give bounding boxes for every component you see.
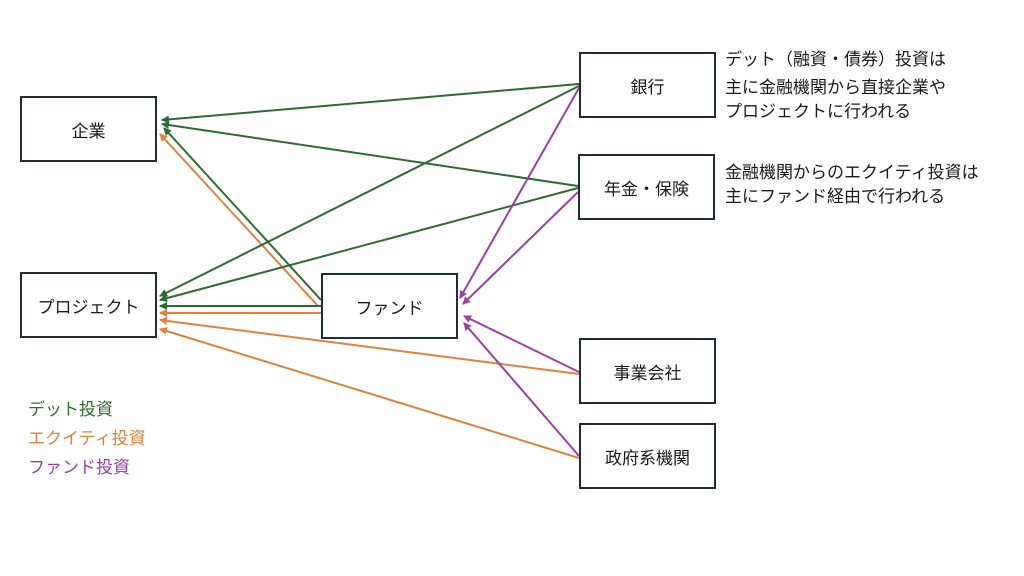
edge-corporate-to-fund-fund [463,315,580,373]
node-pension-label: 年金・保険 [604,179,689,200]
node-fund-label: ファンド [355,298,424,319]
node-kigyo-label: 企業 [71,121,106,142]
debt-note-line: プロジェクトに行われる [725,102,912,122]
node-government-label: 政府系機関 [605,448,690,469]
legend-equity: エクイティ投資 [28,429,146,449]
node-project[interactable]: プロジェクト [20,272,157,338]
debt-note-line: 主に金融機関から直接企業や [725,78,946,98]
edge-pension-to-fund-fund [462,191,579,305]
node-corporate[interactable]: 事業会社 [579,338,716,404]
debt-note: デット（融資・債券）投資は 主に金融機関から直接企業や プロジェクトに行われる [725,48,946,124]
node-government[interactable]: 政府系機関 [579,423,716,489]
legend-fund: ファンド投資 [28,458,130,478]
equity-note: 金融機関からのエクイティ投資は 主にファンド経由で行われる [725,161,979,209]
edge-bank-to-project-debt [159,85,580,297]
edge-government-to-project-equity [159,327,580,459]
edge-pension-to-kigyo-debt [161,121,579,187]
debt-note-line: デット（融資・債券）投資は [725,50,946,70]
edge-government-to-fund-fund [463,322,580,457]
edge-bank-to-kigyo-debt [161,83,580,124]
node-bank-label: 銀行 [630,77,665,98]
legend-debt: デット投資 [28,400,113,420]
node-corporate-label: 事業会社 [613,363,682,384]
node-fund[interactable]: ファンド [321,273,458,339]
equity-note-line: 主にファンド経由で行われる [725,187,946,207]
legend: デット投資 エクイティ投資 ファンド投資 [28,396,146,483]
node-pension[interactable]: 年金・保険 [578,154,715,220]
edge-fund-to-kigyo-equity [159,133,319,307]
node-bank[interactable]: 銀行 [579,52,716,118]
edge-bank-to-fund-fund [459,87,580,299]
equity-note-line: 金融機関からのエクイティ投資は [725,163,979,183]
edge-corporate-to-project-equity [159,316,580,375]
edge-fund-to-kigyo-debt [163,127,322,301]
edge-pension-to-project-debt [159,187,579,303]
node-kigyo[interactable]: 企業 [20,96,157,162]
node-project-label: プロジェクト [37,297,140,318]
